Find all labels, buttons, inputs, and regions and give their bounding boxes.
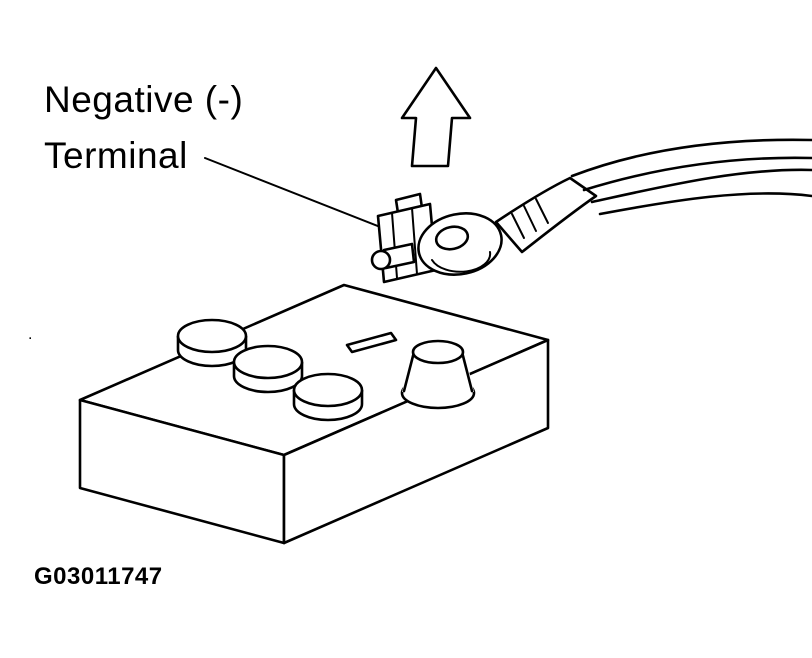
battery xyxy=(78,283,550,545)
cable-line-4 xyxy=(598,192,812,216)
cable-line-3 xyxy=(590,168,812,204)
battery-cap-3 xyxy=(292,372,364,422)
battery-cap-2 xyxy=(232,344,304,394)
battery-caps xyxy=(176,318,364,422)
label-line-2: Terminal xyxy=(44,135,188,176)
clamp-bolt xyxy=(370,242,416,271)
label-leader-line xyxy=(204,157,389,231)
negative-terminal-label: Negative (-) Terminal xyxy=(44,72,243,184)
cable-sleeve xyxy=(494,176,598,254)
figure-id: G03011747 xyxy=(34,563,163,590)
clamp-ring xyxy=(417,212,503,276)
cable-line-1 xyxy=(570,138,812,178)
stray-mark: . xyxy=(28,326,33,343)
label-line-1: Negative (-) xyxy=(44,79,244,120)
battery-cap-1 xyxy=(176,318,248,368)
up-arrow-icon xyxy=(400,66,472,168)
vent-slot xyxy=(345,331,398,354)
battery-cables xyxy=(570,138,812,216)
cable-line-2 xyxy=(582,156,812,192)
terminal-post xyxy=(400,339,476,410)
